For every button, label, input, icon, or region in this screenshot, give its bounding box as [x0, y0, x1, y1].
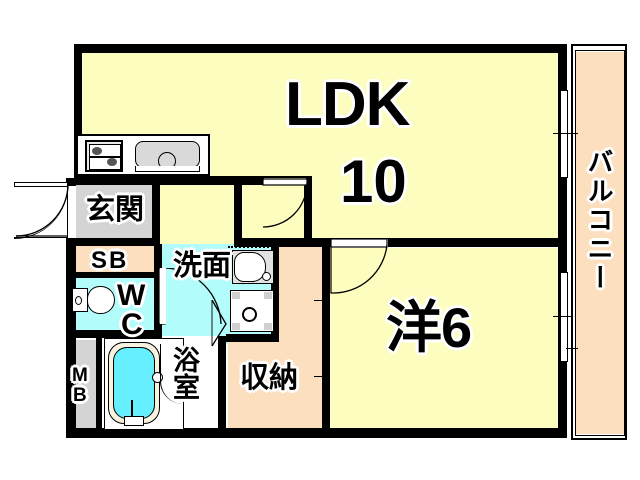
- label-wc: W C: [115, 279, 146, 341]
- label-ldk-size-text: 10: [339, 148, 409, 215]
- label-sb: SB: [89, 247, 129, 274]
- room-genkan-fill: [74, 184, 154, 240]
- balcony-rail-tick-top: [566, 133, 578, 134]
- label-genkan-text: 玄関: [84, 194, 145, 226]
- balcony-outline-inner: [575, 50, 625, 436]
- wall-shuno-top: [226, 334, 274, 342]
- label-mb-line2: B: [72, 384, 89, 407]
- label-yokushitsu: 浴 室: [172, 346, 202, 403]
- wall-tick-shuno: [314, 376, 328, 377]
- label-sb-text: SB: [89, 247, 129, 274]
- entrance-door-opening: [66, 186, 76, 238]
- wall-tick-center: [314, 300, 328, 301]
- label-mb: M B: [71, 364, 90, 407]
- wall-left-lower: [66, 238, 76, 438]
- room-shuno-upper-fill: [275, 244, 328, 340]
- bath-folding-door-icon: [211, 300, 227, 347]
- entrance-door-arc-svg: [15, 183, 69, 237]
- wall-wc-right: [154, 244, 162, 338]
- wall-mb-right: [96, 336, 102, 434]
- label-ldk: LDK: [283, 72, 411, 137]
- balcony-window-ldk-tick: [553, 133, 573, 134]
- bathtub-step-icon: [124, 416, 144, 426]
- label-mb-line1: M: [71, 364, 90, 387]
- senmen-door-panel: [160, 268, 166, 324]
- bathtub-drain-icon: [131, 400, 133, 416]
- room-shuno-fill: [228, 340, 328, 434]
- yoshitsu-door-swing-icon: [330, 238, 388, 294]
- gas-stove-icon: [85, 140, 123, 172]
- washing-machine-pan-icon: [230, 290, 274, 332]
- label-ldk-size: 10: [339, 150, 409, 213]
- wall-corridor-right-upper: [304, 184, 312, 240]
- wall-genkan-sb-divider: [68, 238, 160, 246]
- label-balcony-text: バルコニー: [583, 147, 616, 295]
- toilet-tank-handle: [75, 296, 82, 305]
- wall-ldk-bottom: [234, 238, 566, 247]
- wall-genkan-right: [152, 184, 160, 244]
- label-senmen-text: 洗面: [171, 250, 232, 282]
- label-yokushitsu-line1: 浴: [172, 346, 202, 376]
- label-wc-line1: W: [115, 279, 146, 312]
- vanity-basin-icon: [234, 252, 266, 282]
- label-yoshitsu-text: 洋6: [384, 296, 473, 359]
- wall-bath-top: [96, 332, 136, 338]
- label-ldk-text: LDK: [283, 70, 411, 139]
- balcony-window-yoshitsu-icon: [560, 272, 568, 362]
- label-yokushitsu-line2: 室: [172, 373, 202, 403]
- room-yoshitsu-fill: [328, 248, 559, 434]
- balcony-rail-tick-bottom: [566, 348, 578, 349]
- room-balcony-fill: [576, 52, 624, 434]
- wall-top: [74, 44, 566, 53]
- wall-kitchen-bottom: [74, 176, 264, 185]
- wall-yoshitsu-left: [322, 246, 330, 436]
- label-balcony: バルコニー: [583, 147, 616, 295]
- senmen-dotted-divider: [228, 246, 276, 249]
- ldk-door-swing-icon: [262, 178, 308, 228]
- balcony-window-yoshitsu-tick: [553, 316, 573, 317]
- sink-apron: [135, 166, 200, 172]
- washer-drain-icon: [242, 307, 257, 322]
- balcony-outline-outer: [571, 44, 627, 440]
- room-sb-fill: [74, 244, 154, 276]
- wall-corridor-right: [234, 184, 242, 244]
- label-senmen: 洗面: [171, 250, 232, 282]
- vanity-faucet-icon: [262, 272, 271, 281]
- entrance-door-arc-curve: [14, 184, 68, 238]
- bathtub-water-icon: [113, 347, 155, 419]
- toilet-bowl-icon: [87, 286, 115, 314]
- label-wc-line2: C: [120, 307, 145, 341]
- wall-sb-bottom: [68, 272, 160, 278]
- wall-senmen-right: [271, 244, 279, 342]
- balcony-window-ldk-icon: [560, 90, 568, 178]
- wall-left-genkan-top: [66, 178, 76, 186]
- wall-bottom: [66, 428, 566, 438]
- bath-curve-icon: [160, 344, 183, 404]
- label-shuno-text: 収納: [238, 362, 299, 394]
- label-genkan: 玄関: [84, 194, 145, 226]
- label-yoshitsu: 洋6: [384, 298, 473, 357]
- label-shuno: 収納: [238, 362, 299, 394]
- wall-left-upper: [74, 44, 82, 184]
- wall-bath-right: [218, 336, 226, 434]
